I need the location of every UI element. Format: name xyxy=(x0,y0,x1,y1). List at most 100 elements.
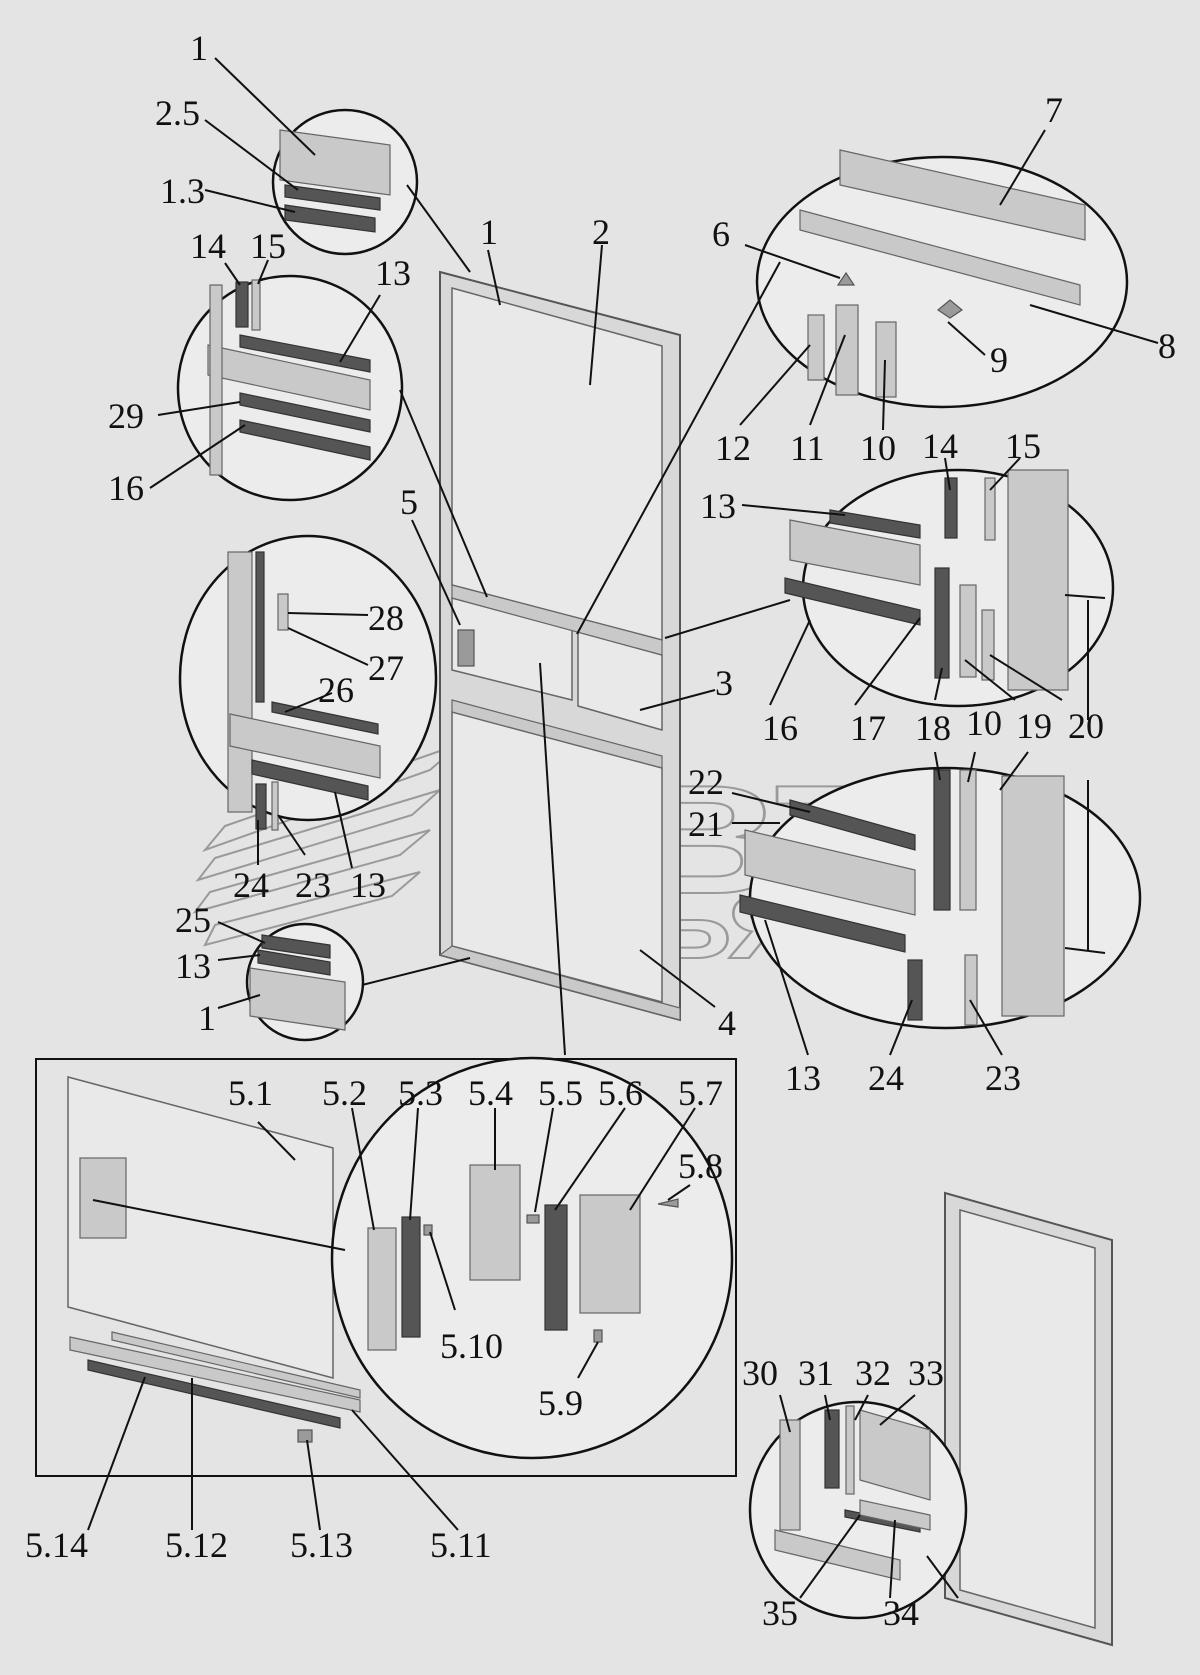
r-frame-post xyxy=(1007,469,1069,691)
label-r-8: 8 xyxy=(1158,326,1176,366)
label-l-13c: 13 xyxy=(175,946,211,986)
label-s-30: 30 xyxy=(742,1353,778,1393)
part-5-10-pin xyxy=(423,1224,433,1236)
label-r-15: 15 xyxy=(1005,426,1041,466)
label-l-28: 28 xyxy=(368,598,404,638)
label-r-10b: 10 xyxy=(966,703,1002,743)
part-8-profile xyxy=(799,209,1081,306)
label-l-27: 27 xyxy=(368,648,404,688)
transom-profile-left xyxy=(207,344,371,411)
rl-part-22-seal xyxy=(789,799,916,851)
label-s-31: 31 xyxy=(798,1353,834,1393)
part-5-11-strip xyxy=(111,1331,361,1399)
part-5-14-seal xyxy=(87,1359,341,1429)
r-part-20-screw xyxy=(1064,594,1106,599)
rl-part-18-seal xyxy=(933,769,951,911)
part-10-profile xyxy=(875,321,897,398)
label-b-5-7: 5.7 xyxy=(678,1073,723,1113)
part-5-13-stop xyxy=(297,1429,313,1443)
door-transom-profile xyxy=(451,584,663,656)
r-part-16-seal xyxy=(784,577,921,626)
label-l-16: 16 xyxy=(108,468,144,508)
bottom-profile-1 xyxy=(249,967,346,1031)
label-r-12: 12 xyxy=(715,428,751,468)
part-13-seal-middle xyxy=(251,759,369,801)
label-r-13b: 13 xyxy=(785,1058,821,1098)
label-s-33: 33 xyxy=(908,1353,944,1393)
bubble-part-5-hardware xyxy=(330,1056,734,1460)
label-b-5-6: 5.6 xyxy=(598,1073,643,1113)
label-top-1-3: 1.3 xyxy=(160,171,205,211)
part-30-bottom xyxy=(774,1529,901,1581)
label-b-5-8: 5.8 xyxy=(678,1146,723,1186)
part-31-insert xyxy=(824,1409,840,1489)
part-5-breakdown-box xyxy=(35,1056,737,1477)
part-33-profile xyxy=(859,1409,931,1501)
label-r-16: 16 xyxy=(762,708,798,748)
vertical-seal-left-middle xyxy=(255,551,265,703)
r-part-18-seal xyxy=(934,567,950,679)
part-34-profile xyxy=(859,1499,931,1531)
part-9-plug xyxy=(936,299,964,319)
label-door-4: 4 xyxy=(718,1003,736,1043)
part-5-5-screw xyxy=(526,1214,540,1224)
label-r-6: 6 xyxy=(712,214,730,254)
r-part-13-seal xyxy=(829,509,921,539)
vertical-profile-left-upper xyxy=(209,284,223,476)
label-s-35: 35 xyxy=(762,1593,798,1633)
part-5-8-screw xyxy=(657,1198,679,1208)
label-s-34: 34 xyxy=(883,1593,919,1633)
label-door-1: 1 xyxy=(480,212,498,252)
part-26-seal xyxy=(271,701,379,735)
label-r-7: 7 xyxy=(1045,90,1063,130)
part-29-seal xyxy=(239,392,371,433)
label-b-5-12: 5.12 xyxy=(165,1525,228,1565)
part-25-seal xyxy=(261,934,331,959)
door-handle xyxy=(457,629,475,667)
label-b-5-2: 5.2 xyxy=(322,1073,367,1113)
corner-seal-2-5 xyxy=(284,184,381,211)
label-r-21: 21 xyxy=(688,804,724,844)
detail-bubble-left-middle xyxy=(178,534,438,831)
vertical-profile-left-middle xyxy=(227,551,253,813)
label-b-5-4: 5.4 xyxy=(468,1073,513,1113)
label-r-13a: 13 xyxy=(700,486,736,526)
part-5-2-handle xyxy=(367,1227,397,1351)
part-5-4-body xyxy=(469,1164,521,1281)
part-5-1-handle xyxy=(79,1157,127,1239)
corner-profile-1 xyxy=(279,129,391,196)
label-l-13b: 13 xyxy=(350,865,386,905)
label-l-1b: 1 xyxy=(198,998,216,1038)
label-door-3: 3 xyxy=(715,663,733,703)
main-door-assembly xyxy=(438,270,681,1022)
label-l-23a: 23 xyxy=(295,865,331,905)
label-l-25: 25 xyxy=(175,900,211,940)
part-7-profile xyxy=(839,149,1086,241)
detail-bubble-right-top xyxy=(755,149,1129,409)
label-r-22: 22 xyxy=(688,762,724,802)
label-door-5: 5 xyxy=(400,482,418,522)
label-b-5-14: 5.14 xyxy=(25,1525,88,1565)
label-l-24a: 24 xyxy=(233,865,269,905)
label-r-14: 14 xyxy=(922,426,958,466)
leader-lines xyxy=(87,57,1159,1599)
label-l-26: 26 xyxy=(318,670,354,710)
label-r-19: 19 xyxy=(1016,706,1052,746)
part-32-insert xyxy=(845,1405,855,1495)
label-l-15: 15 xyxy=(250,226,286,266)
detail-bubble-right-middle xyxy=(784,468,1115,708)
r-part-19-profile xyxy=(981,609,995,681)
label-r-17: 17 xyxy=(850,708,886,748)
part-labels: 1 2.5 1.3 14 15 13 29 16 1 2 5 3 4 28 27… xyxy=(25,28,1176,1633)
label-r-11: 11 xyxy=(790,428,825,468)
label-l-13a: 13 xyxy=(375,253,411,293)
detail-bubble-right-lower xyxy=(739,766,1142,1030)
label-top-1: 1 xyxy=(190,28,208,68)
label-r-23: 23 xyxy=(985,1058,1021,1098)
label-r-20: 20 xyxy=(1068,706,1104,746)
label-door-2: 2 xyxy=(592,212,610,252)
small-door-assembly xyxy=(748,1191,1113,1647)
r-part-15-insert xyxy=(984,477,996,541)
rl-part-13-seal xyxy=(739,894,906,953)
